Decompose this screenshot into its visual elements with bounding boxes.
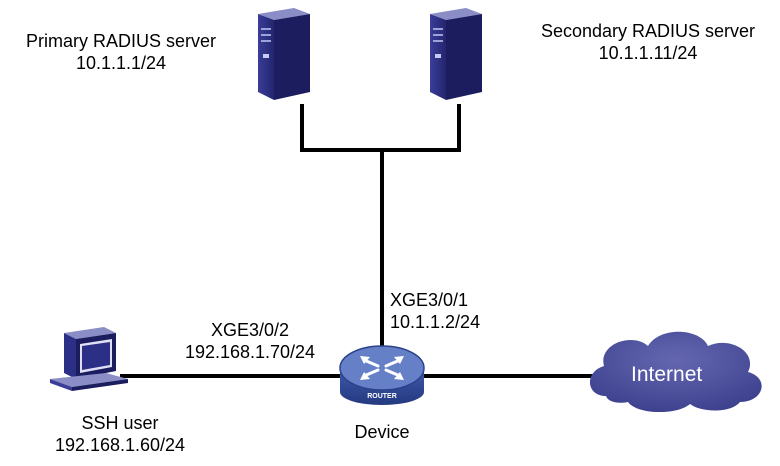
uplink-ip: 10.1.1.2/24 — [390, 312, 481, 332]
secondary-server-icon — [430, 8, 482, 100]
links — [120, 104, 598, 378]
server-bus-link — [300, 104, 461, 152]
secondary-server-label: Secondary RADIUS server 10.1.1.11/24 — [516, 20, 780, 64]
ssh-user-label: SSH user 192.168.1.60/24 — [20, 412, 220, 456]
downlink-ip: 192.168.1.70/24 — [184, 342, 316, 362]
primary-server-ip: 10.1.1.1/24 — [75, 53, 167, 73]
internet-label: Internet — [631, 363, 703, 386]
primary-server-icon — [258, 8, 310, 100]
secondary-server-name: Secondary RADIUS server — [540, 21, 756, 41]
device-label: Device — [354, 422, 410, 442]
primary-server-label: Primary RADIUS server 10.1.1.1/24 — [0, 30, 242, 74]
secondary-server-ip: 10.1.1.11/24 — [598, 43, 698, 63]
ssh-user-name: SSH user — [81, 413, 159, 433]
uplink-interface: XGE3/0/1 — [390, 290, 469, 310]
downlink-label: XGE3/0/2 192.168.1.70/24 — [160, 319, 340, 363]
router-badge-text: ROUTER — [367, 393, 397, 400]
primary-server-name: Primary RADIUS server — [25, 31, 217, 51]
cloud-icon — [589, 331, 762, 413]
uplink-label: XGE3/0/1 10.1.1.2/24 — [390, 289, 480, 333]
router-icon: ROUTER — [339, 345, 425, 405]
pc-icon — [50, 327, 128, 391]
ssh-user-ip: 192.168.1.60/24 — [54, 435, 186, 455]
downlink-interface: XGE3/0/2 — [210, 320, 290, 340]
